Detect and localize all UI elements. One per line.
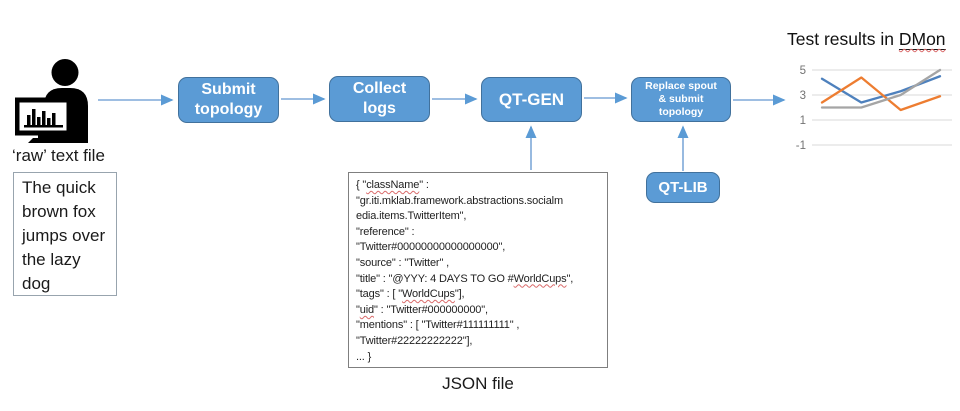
chart-svg: 5 3 1 -1: [796, 65, 952, 152]
chart-title: Test results in DMon: [787, 29, 957, 50]
chart-title-dmon-underline: DMon: [898, 29, 946, 50]
user-with-monitor-icon: [15, 59, 88, 143]
flow-node-submit-topology: Submit topology: [178, 77, 279, 123]
chart-ytick-label: 1: [800, 115, 806, 127]
chart-title-dmon: DMon: [898, 29, 946, 49]
json-code-box: { "className" : "gr.iti.mklab.framework.a…: [348, 172, 608, 368]
json-code-line: "title" : "@YYY: 4 DAYS TO GO #WorldCups…: [356, 272, 574, 285]
flow-node-collect-logs: Collect logs: [329, 76, 430, 122]
json-code-line: "Twitter#22222222222"],: [356, 334, 473, 347]
chart-title-prefix: Test results in: [787, 29, 899, 49]
json-code-line: "tags" : [ "WorldCups"],: [356, 288, 465, 301]
json-code-line: "gr.iti.mklab.framework.abstractions.soc…: [356, 194, 563, 207]
chart-ytick-label: 3: [800, 90, 806, 102]
raw-text-file-label: ‘raw’ text file: [12, 146, 105, 165]
flow-node-qt-gen: QT-GEN: [481, 77, 582, 122]
test-results-chart: 5 3 1 -1: [788, 56, 956, 156]
flow-node-replace-spout: Replace spout & submit topology: [631, 77, 731, 122]
json-code-line: "mentions" : [ "Twitter#111111111" ,: [356, 319, 520, 332]
json-code-line: "source" : "Twitter" ,: [356, 256, 450, 269]
flow-node-qt-lib: QT-LIB: [646, 172, 720, 203]
json-code-line: { "className" :: [356, 179, 429, 191]
chart-line-series-gray: [820, 68, 942, 109]
chart-ytick-label: -1: [796, 140, 806, 152]
chart-line-series-orange: [820, 76, 942, 112]
json-file-label: JSON file: [442, 374, 514, 393]
json-code-line: edia.items.TwitterItem",: [356, 210, 467, 223]
json-code-line: "reference" :: [356, 225, 415, 238]
json-code-line: "Twitter#00000000000000000",: [356, 241, 506, 254]
chart-ytick-label: 5: [800, 65, 806, 77]
raw-text-box: The quick brown fox jumps over the lazy …: [13, 172, 117, 296]
json-code-line: ... }: [356, 350, 372, 363]
json-code-line: "uid" : "Twitter#000000000",: [356, 303, 488, 316]
